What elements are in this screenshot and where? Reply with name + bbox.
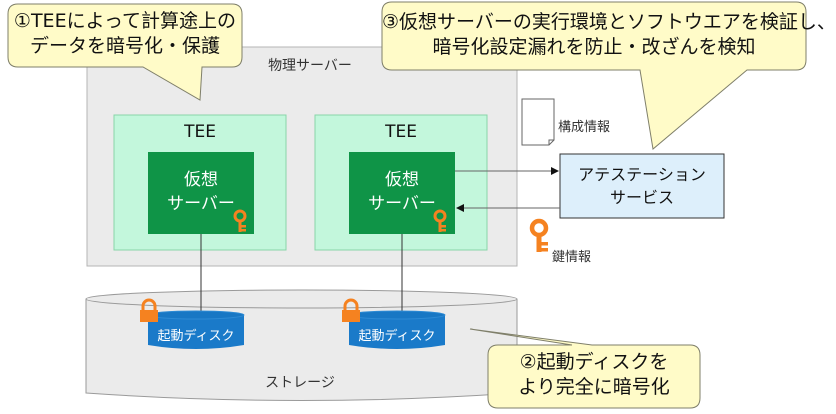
virtual-server-label-1: 仮想 サーバー	[148, 168, 254, 216]
callout-1-line-2: データを暗号化・保護	[29, 35, 220, 57]
lock-icon	[342, 298, 360, 322]
callout-3-line-2: 暗号化設定漏れを防止・改ざんを検知	[432, 36, 756, 58]
callout-1-text: ①TEEによって計算途上の データを暗号化・保護	[8, 9, 242, 59]
virtual-server-1-line-2: サーバー	[167, 194, 235, 214]
callout-1-bubble	[7, 3, 243, 101]
attestation-line-2: サービス	[609, 188, 674, 207]
callout-3-bubble	[381, 1, 807, 150]
key-icon	[233, 209, 247, 232]
callout-2-text: ②起動ディスクを より完全に暗号化	[488, 350, 700, 400]
callout-2-bubble	[469, 328, 701, 409]
boot-disk-1-label: 起動ディスク	[157, 329, 235, 344]
attestation-line-1: アテステーション	[578, 165, 706, 184]
virtual-server-label-2: 仮想 サーバー	[349, 168, 455, 216]
virtual-server-2-line-1: 仮想	[385, 170, 419, 190]
physical-server-label: 物理サーバー	[268, 58, 352, 74]
virtual-server-2-line-2: サーバー	[368, 194, 436, 214]
virtual-server-1-line-1: 仮想	[184, 170, 218, 190]
key-info-label: 鍵情報	[552, 250, 592, 265]
attestation-service-label: アテステーション サービス	[560, 163, 724, 209]
config-info-label: 構成情報	[558, 120, 611, 135]
callout-3-text: ③仮想サーバーの実行環境とソフトウエアを検証し、 暗号化設定漏れを防止・改ざんを…	[382, 10, 836, 60]
callout-2-line-1: ②起動ディスクを	[519, 351, 669, 373]
attestation-service-box[interactable]	[559, 153, 725, 219]
key-icon	[433, 209, 447, 232]
diagram-canvas	[7, 1, 807, 409]
storage-label: ストレージ	[265, 375, 335, 391]
lock-icon	[140, 298, 158, 322]
key-info-icon	[529, 218, 549, 252]
tee-label-2: TEE	[385, 122, 417, 142]
tee-label-1: TEE	[184, 122, 216, 142]
callout-3-line-1: ③仮想サーバーの実行環境とソフトウエアを検証し、	[382, 11, 836, 33]
callout-1-line-1: ①TEEによって計算途上の	[13, 10, 237, 32]
document-icon	[521, 98, 555, 146]
boot-disk-2[interactable]	[348, 310, 446, 349]
boot-disk-2-label: 起動ディスク	[358, 329, 436, 344]
callout-2-line-2: より完全に暗号化	[518, 376, 670, 398]
